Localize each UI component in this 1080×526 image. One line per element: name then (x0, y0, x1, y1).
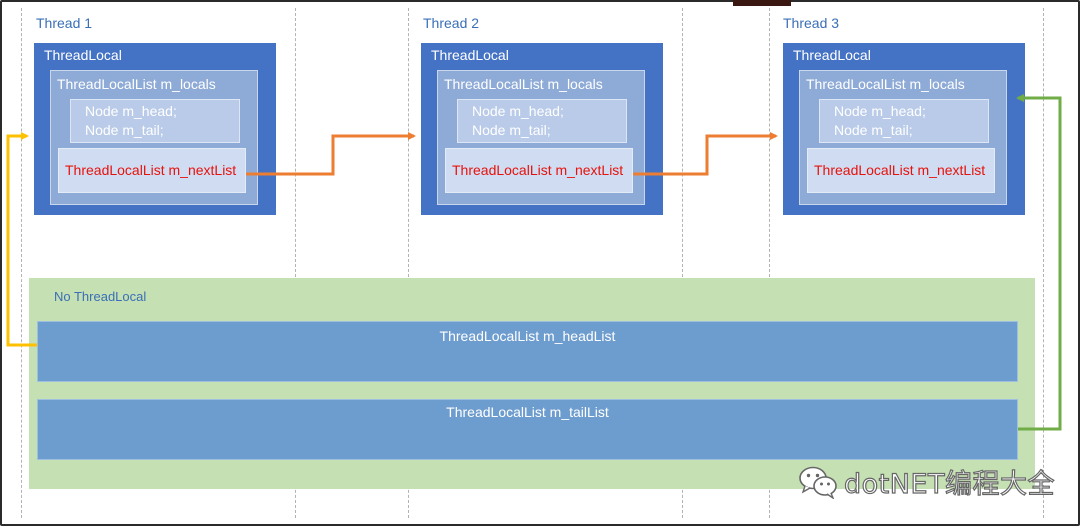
thread-lane-2 (408, 8, 683, 518)
tail-list-arrow (1016, 94, 1062, 431)
node-head-label: Node m_head; (472, 103, 564, 119)
thread-title-1: Thread 1 (36, 15, 93, 31)
next-list-label: ThreadLocalList m_nextList (814, 162, 986, 178)
locals-label: ThreadLocalList m_locals (444, 76, 603, 92)
threadlocal-box-2: ThreadLocal ThreadLocalList m_locals Nod… (421, 43, 663, 215)
locals-box: ThreadLocalList m_locals Node m_head; No… (50, 70, 258, 205)
next-list-box: ThreadLocalList m_nextList (807, 148, 995, 193)
head-list-arrow (6, 132, 37, 347)
node-tail-label: Node m_tail; (834, 122, 913, 138)
thread-title-3: Thread 3 (783, 15, 840, 31)
head-list-box: ThreadLocalList m_headList (37, 321, 1018, 382)
head-list-label: ThreadLocalList m_headList (439, 328, 616, 344)
thread-lane-1 (21, 8, 296, 518)
node-box: Node m_head; Node m_tail; (457, 99, 627, 143)
no-threadlocal-label: No ThreadLocal (54, 289, 147, 304)
wechat-icon (799, 466, 837, 499)
threadlocal-label: ThreadLocal (793, 47, 871, 63)
node-box: Node m_head; Node m_tail; (819, 99, 989, 143)
locals-label: ThreadLocalList m_locals (806, 76, 965, 92)
node-tail-label: Node m_tail; (85, 122, 164, 138)
locals-box: ThreadLocalList m_locals Node m_head; No… (437, 70, 645, 205)
next-list-box: ThreadLocalList m_nextList (58, 148, 246, 193)
corner-artifact (733, 0, 791, 6)
next-list-arrow-2-to-3 (633, 132, 778, 176)
node-head-label: Node m_head; (834, 103, 926, 119)
threadlocal-label: ThreadLocal (44, 47, 122, 63)
next-list-label: ThreadLocalList m_nextList (452, 162, 624, 178)
locals-box: ThreadLocalList m_locals Node m_head; No… (799, 70, 1007, 205)
next-list-box: ThreadLocalList m_nextList (445, 148, 633, 193)
next-list-arrow-1-to-2 (246, 132, 416, 176)
watermark-text: dotNET编程大全 (843, 468, 1055, 500)
thread-title-2: Thread 2 (423, 15, 480, 31)
watermark: dotNET编程大全 (798, 462, 1055, 501)
node-tail-label: Node m_tail; (472, 122, 551, 138)
node-head-label: Node m_head; (85, 103, 177, 119)
tail-list-label: ThreadLocalList m_tailList (446, 404, 609, 420)
node-box: Node m_head; Node m_tail; (70, 99, 240, 143)
threadlocal-box-1: ThreadLocal ThreadLocalList m_locals Nod… (34, 43, 276, 215)
no-threadlocal-region: No ThreadLocal ThreadLocalList m_headLis… (29, 278, 1035, 489)
thread-lane-3 (769, 8, 1044, 518)
tail-list-box: ThreadLocalList m_tailList (37, 399, 1018, 460)
threadlocal-box-3: ThreadLocal ThreadLocalList m_locals Nod… (783, 43, 1025, 215)
locals-label: ThreadLocalList m_locals (57, 76, 216, 92)
next-list-label: ThreadLocalList m_nextList (65, 162, 237, 178)
threadlocal-label: ThreadLocal (431, 47, 509, 63)
